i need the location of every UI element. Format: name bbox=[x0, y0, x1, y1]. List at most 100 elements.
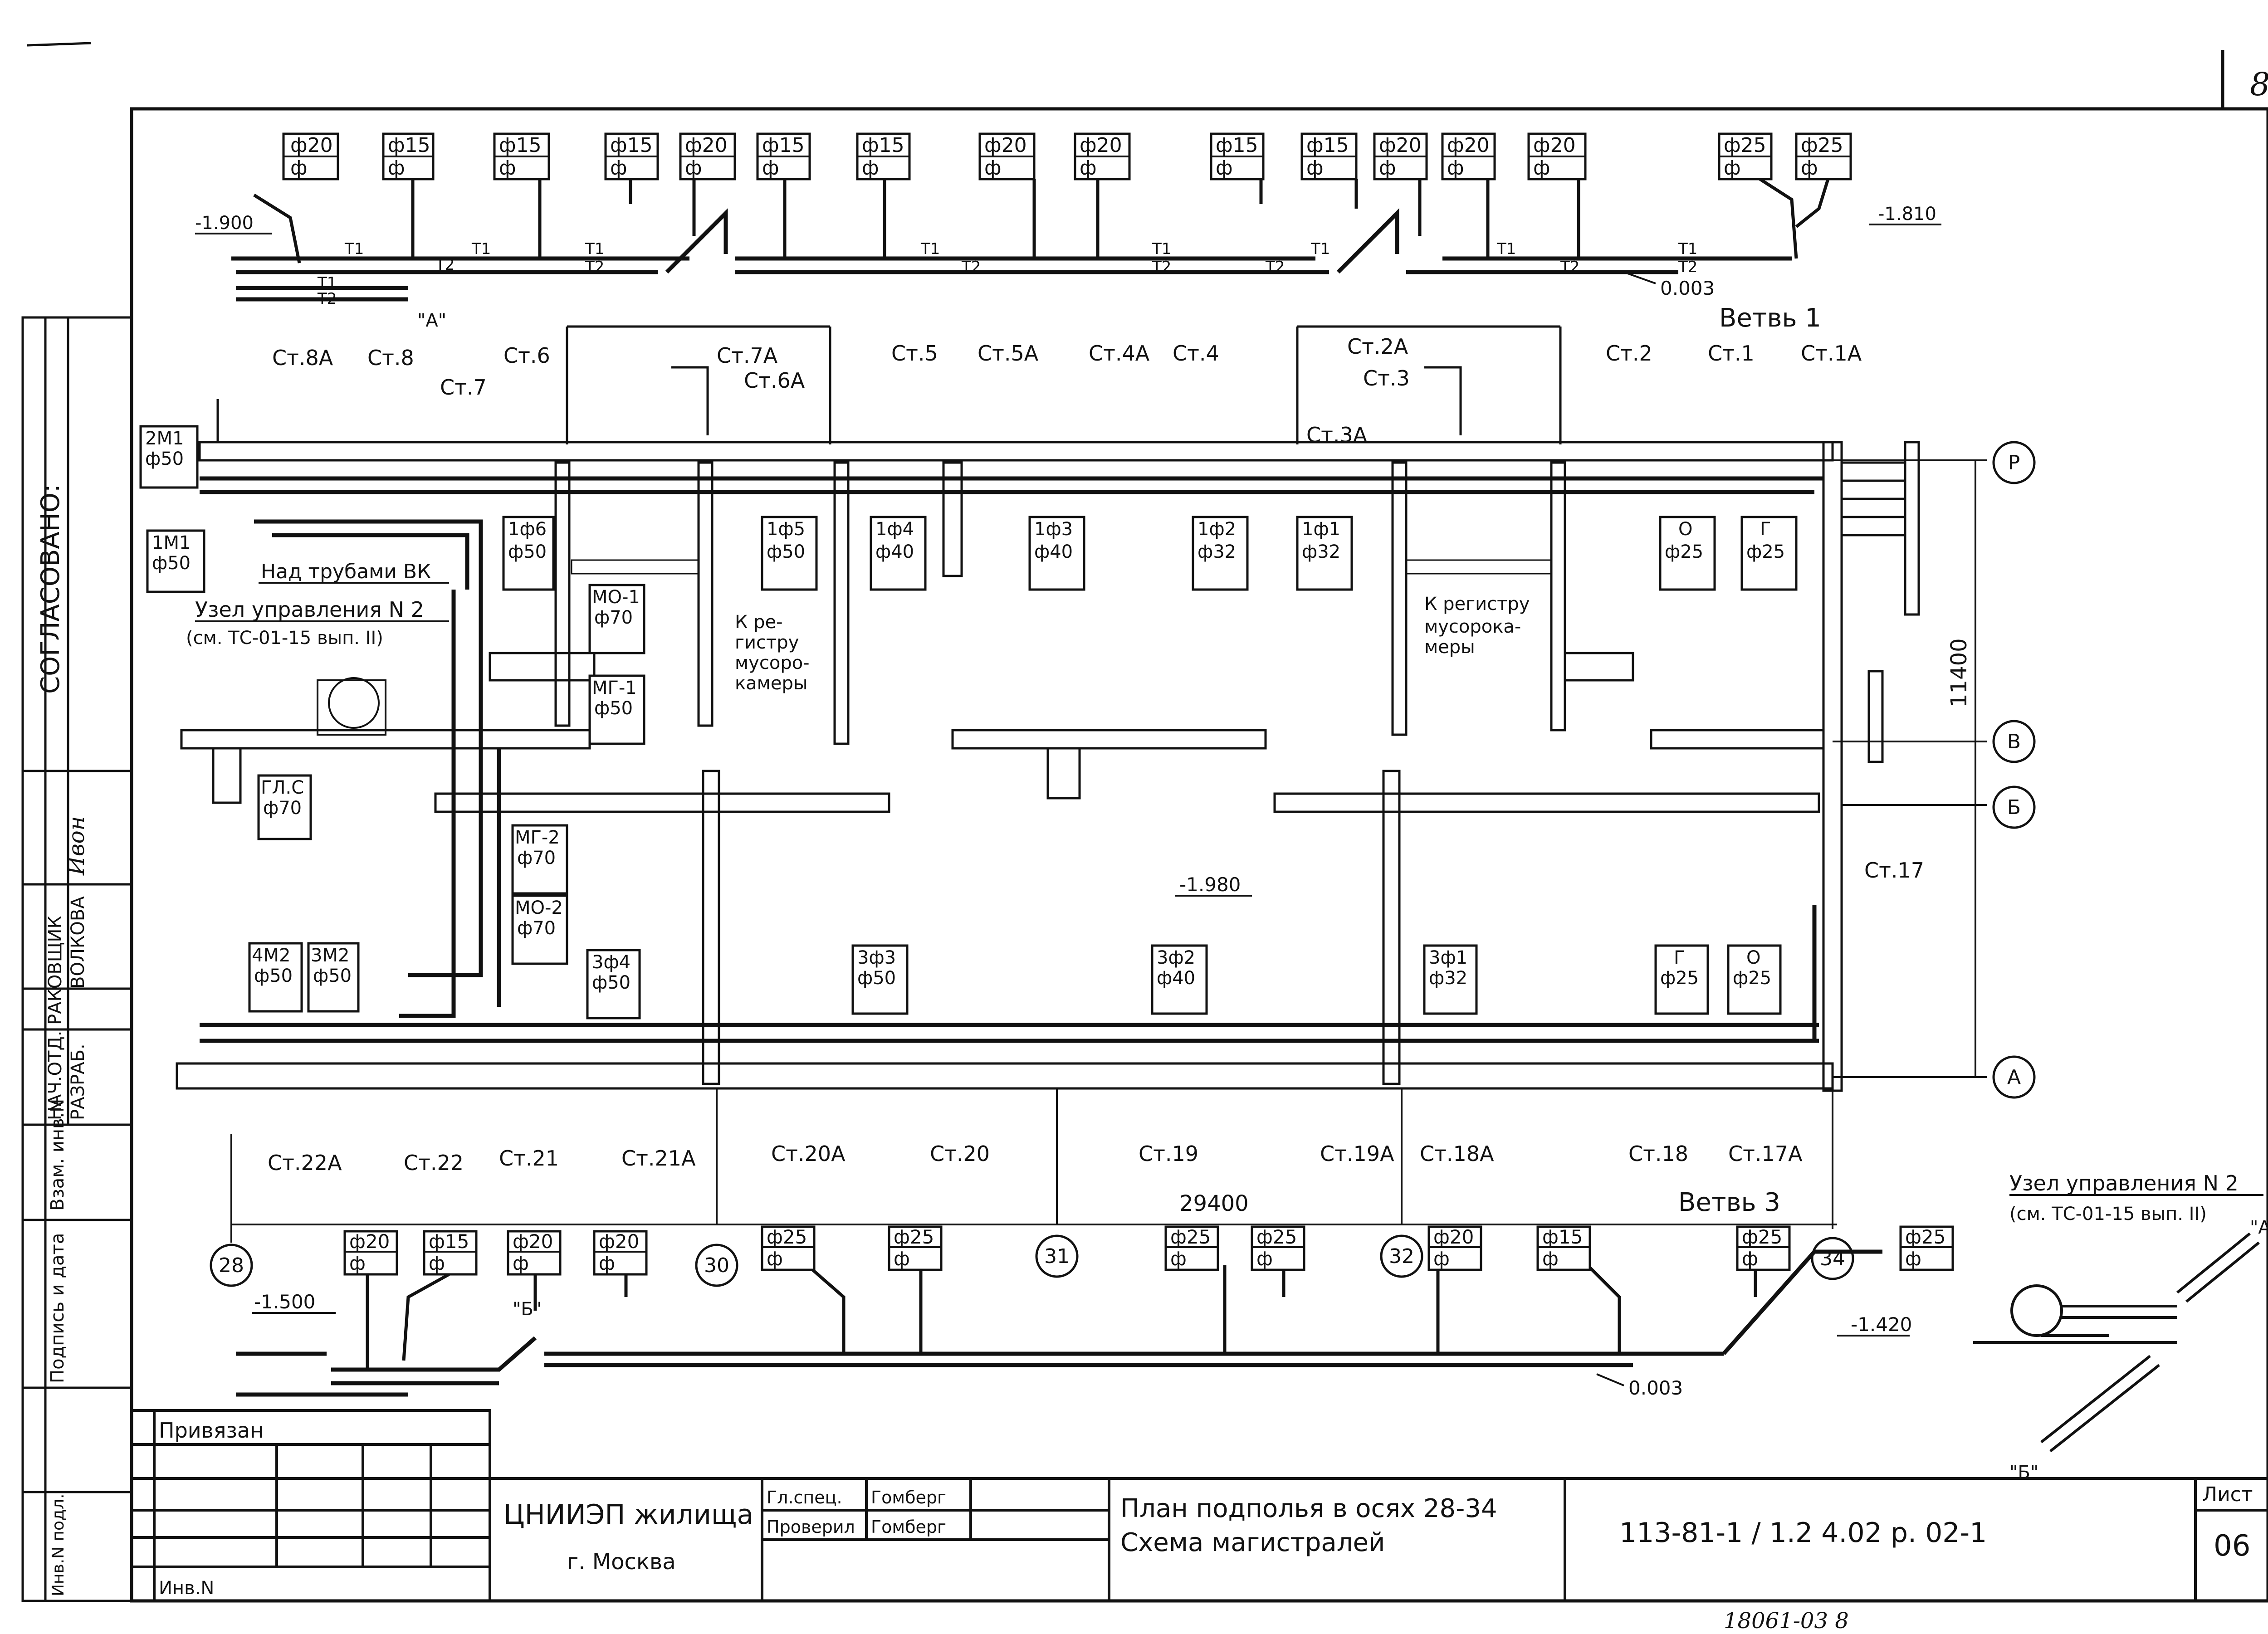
privyazan-label: Привязан bbox=[159, 1418, 264, 1443]
top-box-f: ф bbox=[388, 156, 405, 180]
svg-text:К ре-: К ре- bbox=[735, 612, 783, 633]
axis-num: 28 bbox=[219, 1254, 244, 1277]
sheet-number: 8 bbox=[2250, 66, 2268, 103]
riser-label: Ст.18 bbox=[1628, 1141, 1688, 1166]
bottom-box-f: ф bbox=[1905, 1248, 1921, 1270]
drawing-code: 113-81-1 / 1.2 4.02 р. 02-1 bbox=[1619, 1517, 1987, 1549]
pipe-code: Т1 bbox=[317, 274, 337, 292]
riser-label: Ст.3 bbox=[1363, 366, 1410, 390]
bottom-box-f: ф bbox=[1256, 1248, 1273, 1270]
bottom-box-d: ф20 bbox=[513, 1230, 553, 1253]
top-box-f: ф bbox=[685, 156, 702, 180]
box-id: 1ф6 bbox=[508, 519, 547, 540]
top-box-d: ф20 bbox=[984, 134, 1027, 157]
pipe-code: Т1 bbox=[920, 240, 940, 258]
plan-pipes bbox=[200, 476, 1823, 1043]
side-strip bbox=[21, 316, 133, 1602]
box-d: ф50 bbox=[313, 966, 352, 986]
branch3-label: Ветвь 3 bbox=[1678, 1188, 1780, 1217]
bottom-boxes bbox=[343, 1225, 1954, 1276]
top-box-f: ф bbox=[1306, 156, 1324, 180]
axis-num: 32 bbox=[1389, 1245, 1414, 1268]
signature: Ивон bbox=[64, 816, 89, 876]
riser-label: Ст.21А bbox=[621, 1146, 696, 1171]
riser-label: Ст.8 bbox=[367, 346, 414, 370]
top-box-d: ф20 bbox=[685, 134, 728, 157]
note-above-vk: Над трубами ВК bbox=[261, 560, 431, 583]
axis-letter: Б bbox=[2007, 796, 2021, 819]
top-box-d: ф15 bbox=[1216, 134, 1258, 157]
pipe-code: Т1 bbox=[1496, 240, 1516, 258]
box-id: 3ф4 bbox=[592, 952, 631, 973]
riser-label: Ст.6А bbox=[744, 368, 805, 393]
top-box-f: ф bbox=[762, 156, 779, 180]
top-box-d: ф20 bbox=[1447, 134, 1490, 157]
box-d: ф40 bbox=[875, 541, 914, 562]
role-name-dev: ВОЛКОВА bbox=[68, 896, 88, 989]
plan-boxes-lower bbox=[248, 942, 1782, 1019]
box-d: ф25 bbox=[1665, 541, 1703, 562]
box-d: ф50 bbox=[508, 541, 547, 562]
plan-walls bbox=[176, 325, 1920, 1092]
slope-bottom-arrow bbox=[1596, 1373, 1624, 1386]
pipe-code: Т2 bbox=[1560, 258, 1579, 276]
pipe-code: Т1 bbox=[344, 240, 364, 258]
plan-box-labels-upper: 2М1 ф50 1М1 ф50 1ф6 ф50 1ф5 ф50 1ф4 ф40 … bbox=[145, 428, 1785, 574]
box-d: ф40 bbox=[1034, 541, 1073, 562]
pipe-code: Т2 bbox=[317, 290, 337, 308]
bottom-box-d: ф15 bbox=[429, 1230, 469, 1253]
top-box-f: ф bbox=[862, 156, 879, 180]
node2-ref: (см. ТС-01-15 вып. II) bbox=[2009, 1204, 2207, 1224]
box-d: ф50 bbox=[152, 553, 191, 574]
slope-top: 0.003 bbox=[1660, 277, 1715, 299]
top-risers bbox=[253, 178, 1830, 263]
svg-text:меры: меры bbox=[1424, 637, 1475, 658]
bottom-box-dividers bbox=[345, 1246, 1953, 1253]
box-id: 2М1 bbox=[145, 428, 184, 449]
node-ref: (см. ТС-01-15 вып. II) bbox=[186, 628, 383, 649]
top-box-d: ф15 bbox=[388, 134, 430, 157]
node2-mark-a: "А" bbox=[2250, 1217, 2268, 1238]
mark-a-top: "А" bbox=[417, 310, 446, 331]
riser-label: Ст.20А bbox=[771, 1141, 846, 1166]
bottom-box-d: ф15 bbox=[1542, 1226, 1583, 1248]
riser-label: Ст.5 bbox=[891, 341, 938, 366]
top-box-d: ф15 bbox=[1306, 134, 1349, 157]
axis-circles bbox=[210, 441, 2036, 1287]
node2-sketch bbox=[1973, 1232, 2260, 1453]
top-box-f: ф bbox=[1533, 156, 1550, 180]
role-2: Проверил bbox=[767, 1517, 855, 1537]
elev-top-left: -1.900 bbox=[195, 213, 254, 234]
box-id: 3ф1 bbox=[1429, 947, 1467, 968]
bottom-box-d: ф25 bbox=[1742, 1226, 1782, 1248]
role-label-head: НАЧ.ОТД. bbox=[45, 1031, 66, 1120]
bottom-box-f: ф bbox=[894, 1248, 910, 1270]
top-box-d: ф25 bbox=[1801, 134, 1843, 157]
elev-mid: -1.980 bbox=[1179, 873, 1241, 896]
box-id: МО-2 bbox=[515, 897, 563, 918]
pipe-code: Т1 bbox=[1678, 240, 1697, 258]
box-d: ф32 bbox=[1429, 968, 1467, 989]
bottom-box-d: ф25 bbox=[1256, 1226, 1297, 1248]
bottom-box-d: ф25 bbox=[767, 1226, 807, 1248]
riser-label: Ст.4 bbox=[1173, 341, 1219, 366]
top-box-f: ф bbox=[1080, 156, 1097, 180]
top-box-d: ф15 bbox=[499, 134, 542, 157]
box-d: ф25 bbox=[1733, 968, 1771, 989]
top-box-f: ф bbox=[1801, 156, 1818, 180]
riser-label: Ст.8А bbox=[272, 346, 333, 370]
node2-title: Узел управления N 2 bbox=[2009, 1171, 2239, 1195]
top-box-d: ф15 bbox=[762, 134, 805, 157]
box-id: О bbox=[1678, 519, 1692, 540]
box-d: ф70 bbox=[263, 798, 302, 819]
riser-label: Ст.6 bbox=[503, 343, 550, 368]
drawing-title-line1: План подполья в осях 28-34 bbox=[1120, 1494, 1497, 1523]
bottom-box-f: ф bbox=[513, 1252, 529, 1274]
box-id: ГЛ.С bbox=[261, 777, 304, 798]
bottom-box-f: ф bbox=[767, 1248, 783, 1270]
top-box-d: ф15 bbox=[862, 134, 904, 157]
axis-letter: В bbox=[2007, 730, 2021, 753]
pipe-code: Т1 bbox=[471, 240, 491, 258]
top-box-f: ф bbox=[499, 156, 516, 180]
bottom-box-d: ф20 bbox=[1433, 1226, 1474, 1248]
